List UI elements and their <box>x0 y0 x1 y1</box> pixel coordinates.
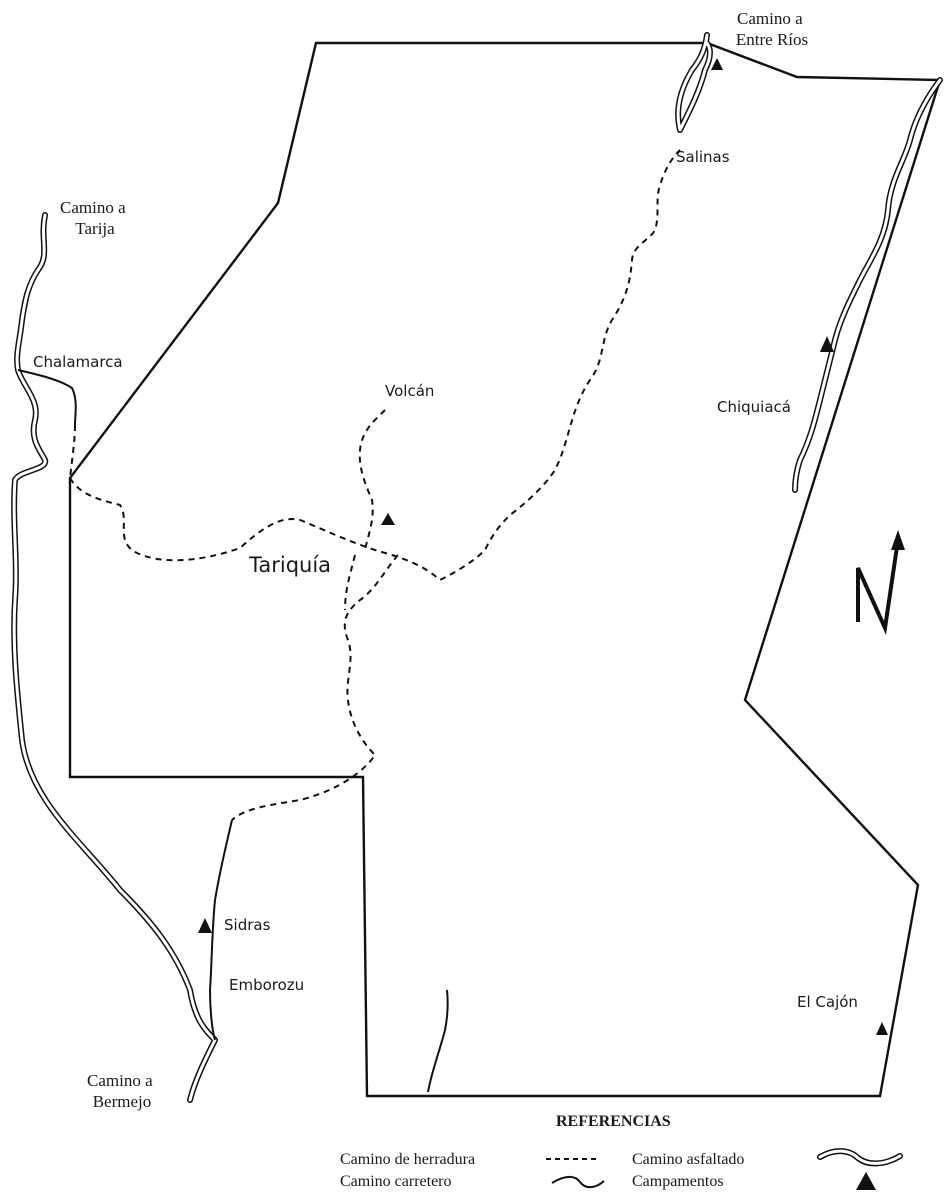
dirt-road-south <box>427 989 449 1093</box>
legend-swatch-paved-road <box>817 1148 903 1167</box>
label-emborozu: Emborozu <box>229 976 304 994</box>
label-tariquia: Tariquía <box>248 553 331 577</box>
label-bermejo: Camino a Bermejo <box>87 1071 157 1111</box>
label-el-cajon: El Cajón <box>797 993 858 1011</box>
label-entre-rios: Camino a Entre Ríos <box>736 9 808 49</box>
north-arrow-icon <box>856 530 905 636</box>
label-tarija: Camino a Tarija <box>60 198 130 238</box>
trail-tariquia-loop <box>344 554 356 611</box>
legend-label-paved-road: Camino asfaltado <box>632 1151 744 1168</box>
label-salinas: Salinas <box>676 148 730 166</box>
legend-swatch-camp-icon <box>856 1172 876 1190</box>
label-volcan: Volcán <box>385 382 434 400</box>
legend-label-trail: Camino de herradura <box>340 1151 475 1168</box>
trail-volcan <box>358 409 386 551</box>
label-chiquiaca: Chiquiacá <box>717 398 791 416</box>
reserve-boundary <box>68 41 942 1098</box>
trail-main <box>69 149 681 582</box>
dirt-road-chalamarca <box>17 369 77 426</box>
label-sidras: Sidras <box>224 916 271 934</box>
camp-marker-chiquiaca <box>820 336 834 352</box>
legend-label-camps: Campamentos <box>632 1173 724 1190</box>
camp-marker-entre-rios <box>711 58 723 70</box>
camp-marker-sidras <box>198 918 212 933</box>
camp-marker-el-cajon <box>876 1022 888 1035</box>
trail-south <box>231 554 399 821</box>
label-chalamarca: Chalamarca <box>33 353 123 371</box>
camp-marker-tariquia <box>381 513 395 525</box>
legend-title: REFERENCIAS <box>556 1113 671 1130</box>
paved-road-salinas <box>675 32 713 133</box>
paved-road-west <box>11 212 218 1103</box>
paved-road-east <box>792 77 943 493</box>
dirt-road-sidras <box>208 819 233 1041</box>
legend-label-dirt-road: Camino carretero <box>340 1173 452 1190</box>
trail-west-link <box>69 424 76 479</box>
legend-swatch-dirt-road <box>551 1175 605 1189</box>
